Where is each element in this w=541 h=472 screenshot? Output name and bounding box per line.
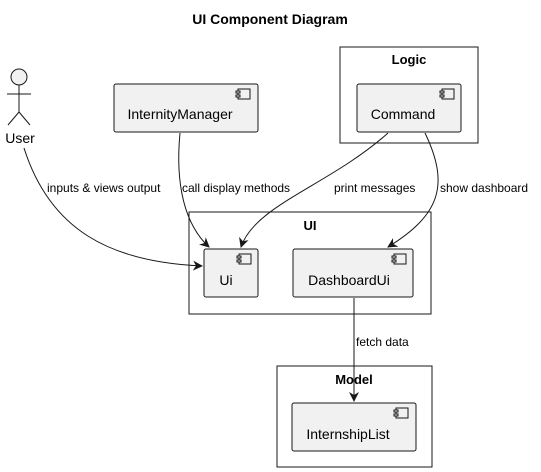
package-ui-label: UI	[304, 218, 317, 233]
package-ui: UI	[188, 211, 432, 315]
edge-dashboard-to-list-label: fetch data	[356, 335, 409, 349]
edge-command-to-ui: print messages	[239, 132, 415, 248]
edge-command-to-ui-label: print messages	[334, 181, 415, 195]
component-internship-list: InternshipList	[291, 402, 417, 452]
actor-user: User	[5, 68, 35, 146]
edge-manager-to-ui-label: call display methods	[182, 181, 290, 195]
component-ui-label: Ui	[219, 272, 232, 288]
actor-user-label: User	[5, 130, 35, 146]
edge-manager-to-ui: call display methods	[178, 132, 290, 248]
package-logic: Logic	[339, 46, 479, 144]
stick-figure-icon	[7, 68, 31, 126]
component-icon	[439, 88, 455, 100]
component-ui: Ui	[203, 248, 259, 298]
diagram-title: UI Component Diagram	[192, 11, 348, 27]
component-command-label: Command	[371, 106, 436, 122]
component-dashboard-ui-label: DashboardUi	[308, 272, 390, 288]
component-internity-manager-label: InternityManager	[127, 106, 232, 122]
edge-user-to-ui-label: inputs & views output	[47, 181, 161, 195]
edge-user-to-ui: inputs & views output	[23, 147, 203, 271]
component-dashboard-ui: DashboardUi	[292, 248, 414, 298]
edge-command-to-dashboard: show dashboard	[387, 132, 528, 248]
edge-command-to-dashboard-label: show dashboard	[440, 181, 528, 195]
component-icon	[391, 253, 407, 265]
edge-dashboard-to-list: fetch data	[349, 298, 409, 402]
component-icon	[235, 88, 251, 100]
component-command: Command	[356, 83, 462, 133]
package-logic-label: Logic	[392, 52, 427, 67]
component-internship-list-label: InternshipList	[306, 426, 389, 442]
component-icon	[393, 407, 409, 419]
component-icon	[236, 253, 252, 265]
component-internity-manager: InternityManager	[113, 83, 259, 133]
